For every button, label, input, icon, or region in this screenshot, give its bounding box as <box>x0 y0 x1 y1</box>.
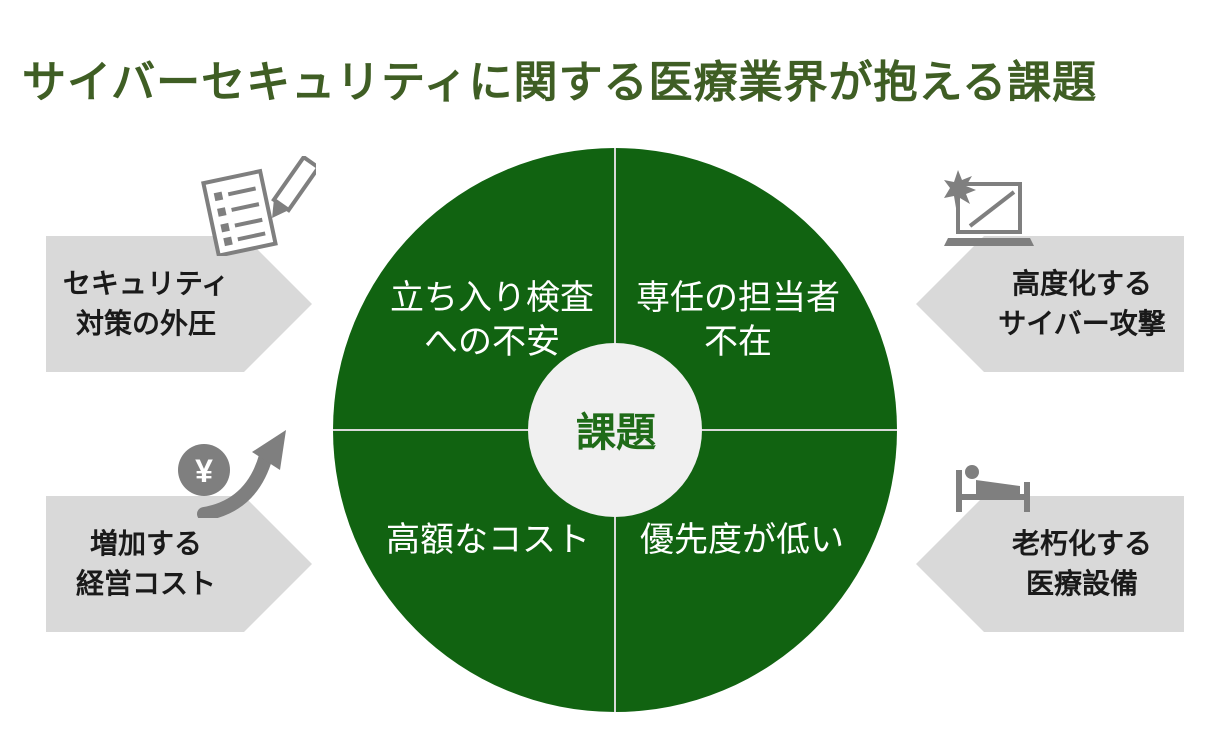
quadrant-top-left: 立ち入り検査 への不安 <box>390 278 594 362</box>
left-factor-rising-cost: 増加する 経営コスト <box>46 496 316 632</box>
yen-rising-arrow-icon: ¥ <box>178 430 286 518</box>
hospital-bed-icon <box>956 465 1030 512</box>
checklist-pencil-icon <box>201 156 316 256</box>
quadrant-bottom-right: 優先度が低い <box>640 520 844 560</box>
factor-text: セキュリティ 対策の外圧 <box>62 267 230 340</box>
quadrant-bottom-left: 高額なコスト <box>386 520 590 560</box>
quadrant-top-right: 専任の担当者 不在 <box>636 278 840 362</box>
left-factor-security-pressure: セキュリティ 対策の外圧 <box>46 236 316 372</box>
center-circle <box>528 343 702 517</box>
center-label: 課題 <box>576 410 656 456</box>
attacked-laptop-icon <box>944 170 1034 246</box>
right-factor-cyber-attack: 高度化する サイバー攻撃 <box>916 236 1186 372</box>
right-factor-aging-equipment: 老朽化する 医療設備 <box>916 496 1186 632</box>
factor-text: 増加する 経営コスト <box>75 527 216 600</box>
factor-text: 老朽化する 医療設備 <box>1011 527 1152 600</box>
yen-symbol: ¥ <box>195 453 213 489</box>
factor-text: 高度化する サイバー攻撃 <box>998 267 1166 340</box>
page-title: サイバーセキュリティに関する医療業界が抱える課題 <box>22 57 1098 108</box>
